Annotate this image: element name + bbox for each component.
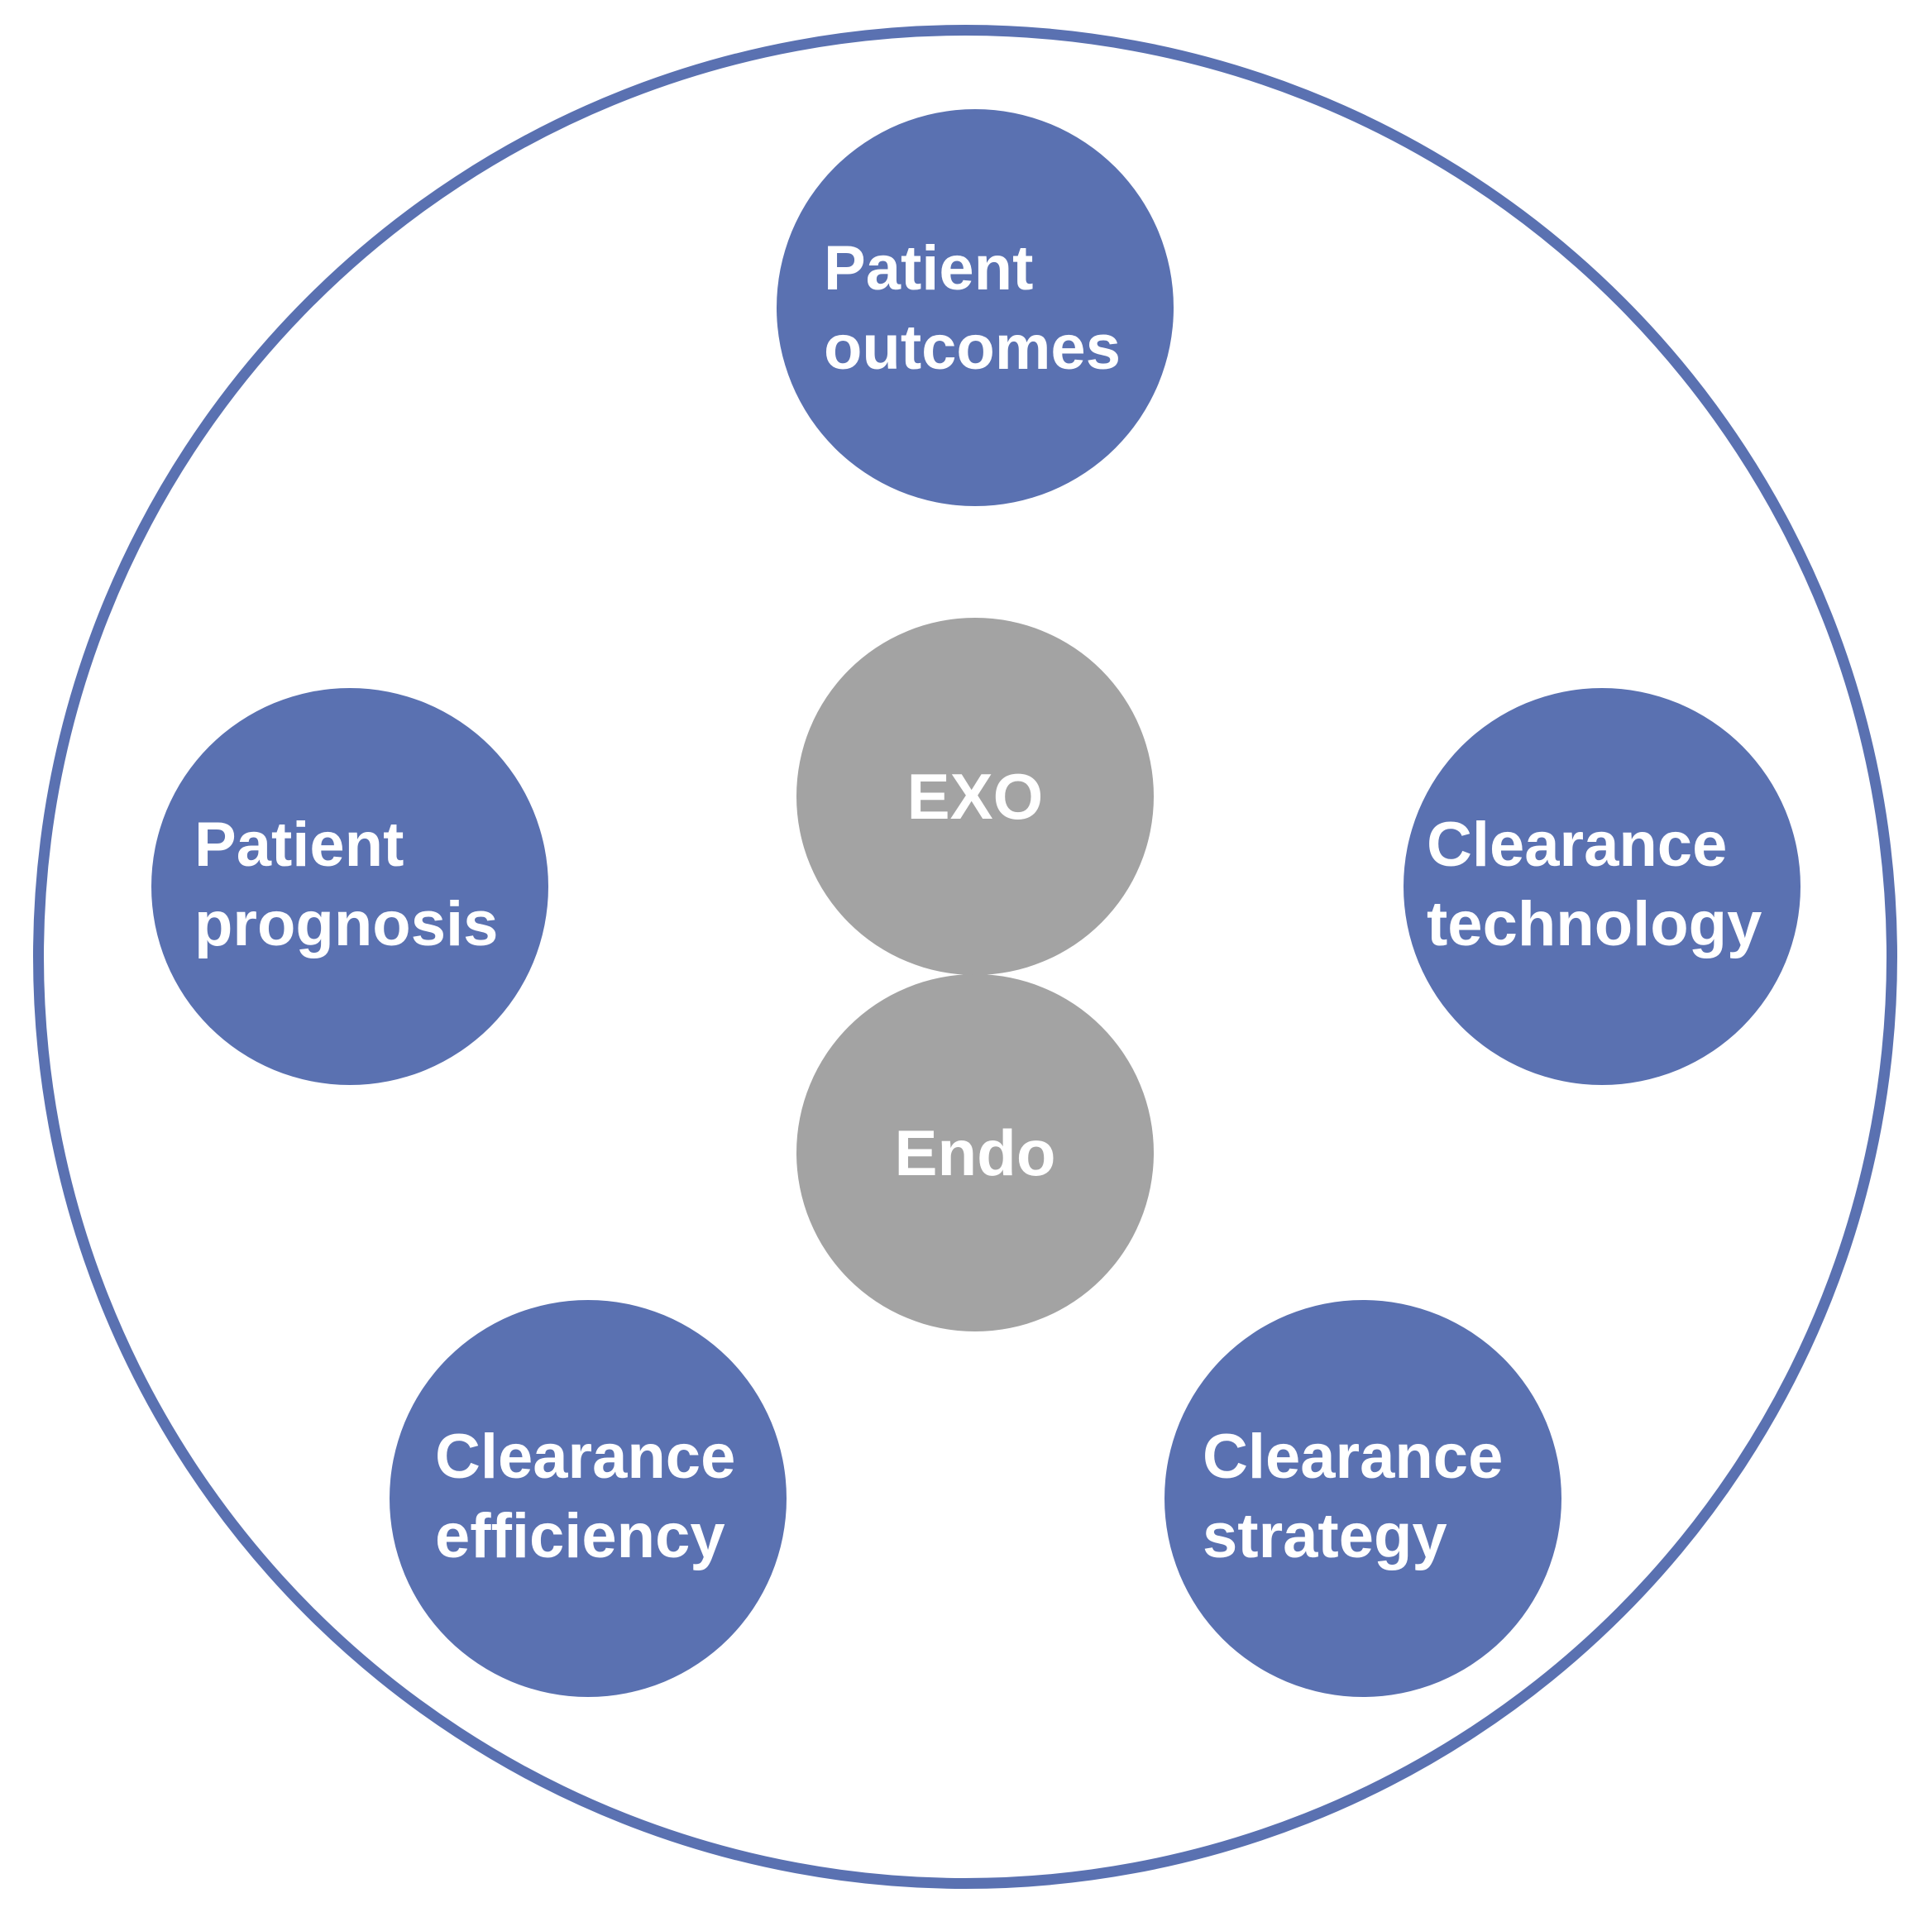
node-label: Patient prognosis	[194, 805, 498, 964]
node-label-line2: outcomes	[824, 313, 1121, 383]
node-clearance-strategy: Clearance strategy	[1164, 1300, 1561, 1697]
node-clearance-technology: Clearance technology	[1404, 688, 1800, 1085]
node-label-line1: Patient	[824, 233, 1034, 304]
node-clearance-efficiency: Clearance efficiency	[390, 1300, 787, 1697]
node-label-line1: Patient	[194, 810, 404, 880]
node-label-line2: prognosis	[194, 889, 499, 959]
node-label: Clearance technology	[1427, 805, 1762, 964]
core-endo-circle: Endo	[796, 974, 1154, 1331]
core-exo-circle: EXO	[796, 618, 1154, 975]
node-patient-outcomes: Patient outcomes	[777, 109, 1174, 506]
node-label: Clearance efficiency	[435, 1417, 735, 1576]
node-patient-prognosis: Patient prognosis	[151, 688, 548, 1085]
node-label: Clearance strategy	[1203, 1417, 1503, 1576]
node-label-line1: Clearance	[1203, 1422, 1504, 1492]
core-exo-label: EXO	[906, 759, 1044, 833]
node-label-line2: technology	[1427, 889, 1762, 959]
node-label-line2: strategy	[1203, 1501, 1447, 1571]
node-label-line1: Clearance	[1427, 810, 1728, 880]
node-label-line1: Clearance	[435, 1422, 736, 1492]
core-endo-label: Endo	[894, 1116, 1056, 1189]
node-label-line2: efficiency	[435, 1501, 725, 1571]
node-label: Patient outcomes	[824, 229, 1121, 388]
